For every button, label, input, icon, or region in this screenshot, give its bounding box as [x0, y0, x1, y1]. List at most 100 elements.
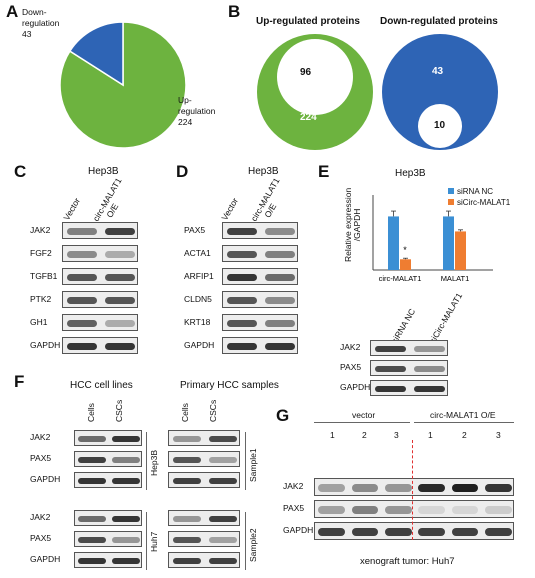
panel-e-row-label: GAPDH — [340, 382, 371, 392]
band — [385, 528, 412, 536]
bar — [455, 231, 466, 270]
panel-e-letter: E — [318, 162, 330, 181]
panel-f-col-cells-2: Cells — [180, 403, 190, 422]
bar — [400, 259, 411, 270]
band — [451, 506, 479, 514]
band — [264, 274, 296, 281]
band — [173, 558, 201, 564]
panel-f-huh7-row-blot — [74, 552, 142, 568]
panel-f-col-cscs-2: CSCs — [208, 399, 218, 422]
band — [226, 251, 258, 258]
band — [173, 537, 201, 543]
panel-f-hep3b-row-label: PAX5 — [30, 453, 52, 463]
panel-f-side-sample1: Sample1 — [248, 448, 258, 482]
panel-c-row-label: PTK2 — [30, 293, 52, 304]
down-outer-value: 43 — [432, 66, 444, 77]
band — [66, 251, 98, 258]
panel-f-right-title: Primary HCC samples — [180, 380, 279, 391]
panel-f-huh7-row-label: PAX5 — [30, 533, 52, 543]
band — [351, 484, 379, 492]
panel-d-row-label: ARFIP1 — [184, 270, 214, 281]
band — [413, 345, 446, 353]
band — [173, 516, 201, 522]
panel-c-row-blot — [62, 314, 138, 331]
panel-d-row-blot — [222, 291, 298, 308]
band — [485, 528, 512, 536]
panel-d-row-label: PAX5 — [184, 224, 206, 235]
band — [104, 228, 136, 235]
band — [318, 484, 345, 492]
band — [451, 484, 479, 492]
band — [418, 484, 445, 492]
up-regulated-title: Up-regulated proteins — [256, 16, 360, 27]
band — [104, 274, 136, 281]
panel-d-row-blot — [222, 314, 298, 331]
band — [104, 320, 136, 327]
panel-f-primary-blot — [168, 472, 240, 488]
band — [485, 506, 512, 514]
pie-slice-down — [68, 21, 124, 87]
panel-f-hep3b-row-blot — [74, 472, 142, 488]
legend-item-si: siCirc-MALAT1 — [448, 197, 510, 208]
band — [66, 274, 98, 281]
band — [451, 528, 479, 536]
panel-g-row-label: GAPDH — [283, 525, 314, 535]
panel-e-row-label: JAK2 — [340, 342, 361, 352]
band — [318, 506, 345, 514]
panel-d-row-label: CLDN5 — [184, 293, 212, 304]
band — [385, 484, 412, 492]
band — [485, 484, 512, 492]
panel-f-side-hep3b: Hep3B — [149, 450, 159, 476]
panel-g-lane-label: 2 — [462, 430, 467, 440]
panel-f-huh7-row-blot — [74, 510, 142, 526]
category-label: circ-MALAT1 — [379, 274, 422, 283]
panel-c-row-label: GH1 — [30, 316, 48, 327]
panel-f-huh7-row-blot — [74, 531, 142, 547]
panel-c-col1: Vector — [61, 196, 83, 222]
panel-d-row-label: KRT18 — [184, 316, 211, 327]
band — [173, 457, 201, 463]
panel-f-primary-blot — [168, 451, 240, 467]
band — [209, 478, 237, 484]
panel-f-primary-blot — [168, 531, 240, 547]
band — [226, 228, 258, 235]
band — [418, 506, 445, 514]
band — [112, 515, 140, 523]
category-label: MALAT1 — [441, 274, 470, 283]
panel-g-row-label: JAK2 — [283, 481, 304, 491]
panel-e-title: Hep3B — [395, 168, 426, 179]
panel-d-row-blot — [222, 222, 298, 239]
panel-g-letter: G — [276, 406, 290, 425]
band — [104, 251, 136, 258]
band — [351, 528, 379, 536]
band — [66, 320, 98, 327]
up-venn — [257, 34, 373, 150]
band — [209, 537, 237, 543]
band — [264, 343, 296, 350]
panel-c-row-label: TGFB1 — [30, 270, 58, 281]
up-inner-value: 96 — [300, 67, 312, 78]
panel-g-lane-label: 1 — [428, 430, 433, 440]
panel-g-lane-label: 3 — [394, 430, 399, 440]
down-regulated-title: Down-regulated proteins — [380, 16, 498, 27]
up-outer-value: 224 — [300, 112, 317, 123]
panel-g-caption: xenograft tumor: Huh7 — [360, 556, 455, 567]
panel-f-huh7-row-label: JAK2 — [30, 512, 51, 522]
bar — [443, 216, 454, 270]
band — [226, 320, 258, 327]
panel-g-row-blot — [314, 478, 514, 496]
band — [78, 515, 106, 523]
band — [112, 477, 140, 485]
panel-g-divider — [412, 440, 413, 540]
panel-e-blot-col2: siCirc-MALAT1 — [427, 291, 465, 345]
band — [112, 557, 140, 565]
panel-g-row-label: PAX5 — [283, 503, 305, 513]
panel-c-title: Hep3B — [88, 166, 119, 177]
panel-c-row-label: JAK2 — [30, 224, 51, 235]
band — [78, 435, 106, 443]
band — [374, 345, 407, 353]
